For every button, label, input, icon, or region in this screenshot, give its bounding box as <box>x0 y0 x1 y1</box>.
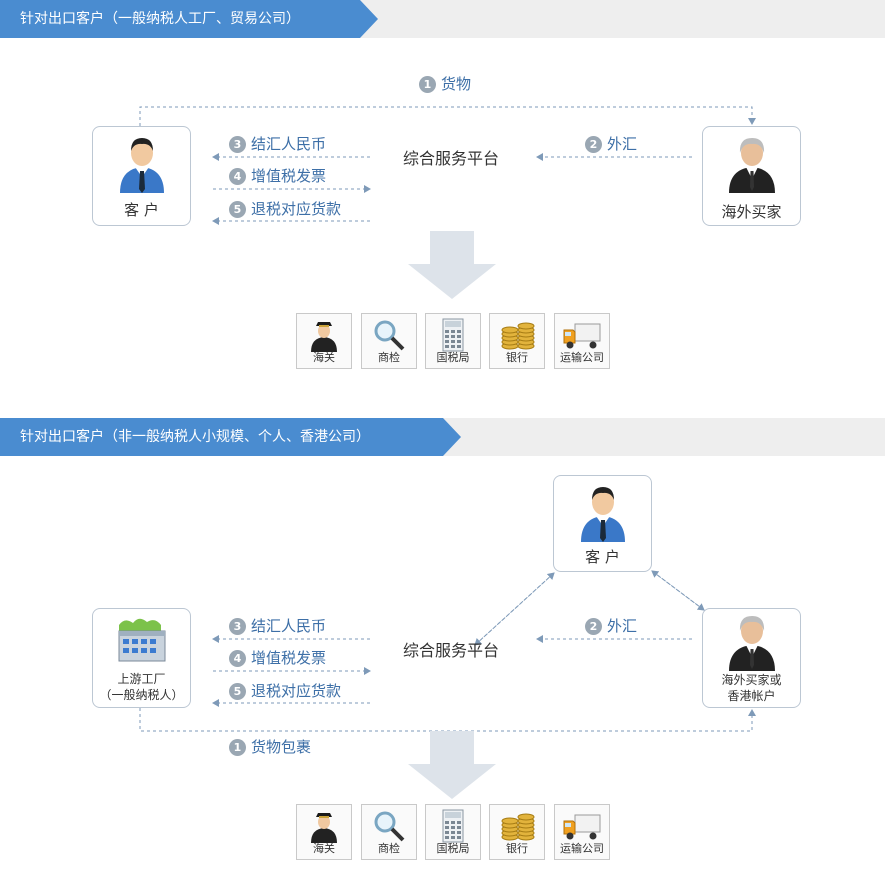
platform-label: 综合服务平台 <box>403 149 500 168</box>
down-arrow-icon <box>408 731 496 799</box>
customer-box: 客 户 <box>92 126 191 226</box>
coins-icon <box>501 322 535 350</box>
institution-customs: 海关 <box>296 313 352 369</box>
section-title: 针对出口客户（非一般纳税人小规模、个人、香港公司） <box>0 418 461 456</box>
customs-officer-icon <box>311 322 337 352</box>
magnifier-icon <box>374 811 405 842</box>
institution-customs: 海关 <box>296 804 352 860</box>
institution-inspection: 商检 <box>361 313 417 369</box>
overseas-buyer-box: 海外买家 <box>702 126 801 226</box>
customer-label: 客 户 <box>124 201 159 219</box>
calculator-icon <box>442 809 464 843</box>
truck-icon <box>563 323 601 349</box>
magnifier-icon <box>374 320 405 351</box>
person-icon <box>117 133 167 193</box>
elder-person-icon <box>727 611 777 671</box>
institution-shipping: 运输公司 <box>554 313 610 369</box>
institution-inspection: 商检 <box>361 804 417 860</box>
platform-label: 综合服务平台 <box>403 641 500 660</box>
person-icon <box>578 482 628 542</box>
institution-shipping: 运输公司 <box>554 804 610 860</box>
hk-account-label: 香港帐户 <box>727 689 776 703</box>
flow-lines <box>139 106 756 225</box>
overseas-buyer-label: 海外买家 <box>721 203 782 221</box>
overseas-buyer-box: 海外买家或 香港帐户 <box>702 608 801 708</box>
calculator-icon <box>442 318 464 352</box>
overseas-buyer-label: 海外买家或 <box>721 673 782 687</box>
section-header: 针对出口客户（非一般纳税人小规模、个人、香港公司） <box>0 418 885 456</box>
section-header: 针对出口客户（一般纳税人工厂、贸易公司） <box>0 0 885 38</box>
institution-tax-bureau: 国税局 <box>425 804 481 860</box>
customer-label: 客 户 <box>585 548 620 566</box>
institution-bank: 银行 <box>489 313 545 369</box>
customs-officer-icon <box>311 813 337 843</box>
general-taxpayer-label: （一般纳税人） <box>99 688 184 702</box>
section-small-scale: 针对出口客户（非一般纳税人小规模、个人、香港公司） 客 户 上游工厂 （一般纳税… <box>0 418 885 880</box>
institution-bank: 银行 <box>489 804 545 860</box>
section-title: 针对出口客户（一般纳税人工厂、贸易公司） <box>0 0 378 38</box>
down-arrow-icon <box>408 231 496 299</box>
upstream-factory-box: 上游工厂 （一般纳税人） <box>92 608 191 708</box>
flow-lines <box>139 570 756 732</box>
upstream-factory-label: 上游工厂 <box>117 672 166 686</box>
institution-tax-bureau: 国税局 <box>425 313 481 369</box>
factory-icon <box>118 618 166 662</box>
customer-box: 客 户 <box>553 475 652 572</box>
truck-icon <box>563 814 601 840</box>
elder-person-icon <box>727 133 777 193</box>
coins-icon <box>501 813 535 841</box>
